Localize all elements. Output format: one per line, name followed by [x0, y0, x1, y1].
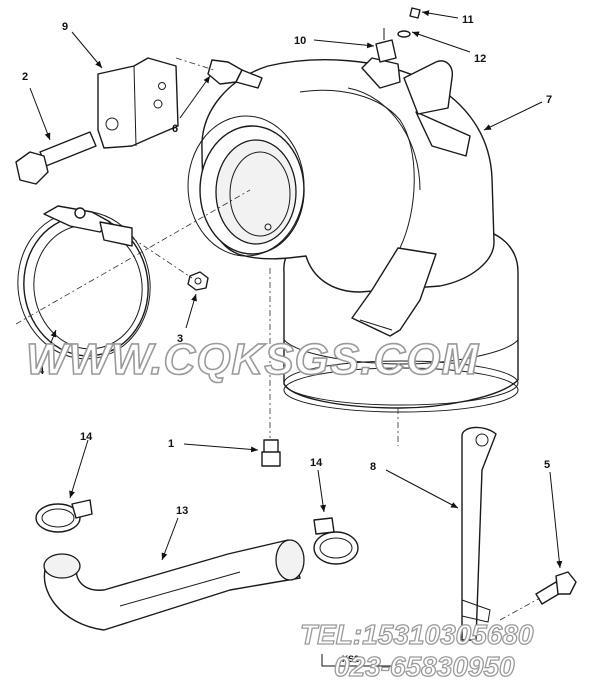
drawing-code-box: XS2: [321, 654, 400, 667]
leader-lines: [29, 10, 563, 569]
part-12-washer: [397, 30, 411, 38]
callout-2: 2: [22, 71, 28, 83]
part-4-v-band-clamp: [17, 205, 151, 360]
callout-1: 1: [168, 438, 174, 450]
part-8-support-strap: [461, 426, 497, 641]
callout-labels: 1 2 3 4 5 6 7 8 9 10 11 12 13 14 14: [22, 14, 552, 517]
drawing-code: XS2: [342, 654, 359, 664]
callout-14-left: 14: [80, 431, 93, 443]
part-5-bolt: [535, 571, 577, 605]
callout-8: 8: [370, 461, 376, 473]
part-9-bracket: [97, 57, 179, 149]
part-11-screw: [409, 7, 421, 19]
callout-5: 5: [544, 459, 550, 471]
part-1-fitting: [261, 439, 281, 467]
watermark-phone: 023-65830950: [334, 651, 515, 682]
part-2-bolt: [15, 131, 97, 185]
part-10-sensor: [375, 28, 397, 63]
part-7-elbow-housing: [187, 57, 519, 413]
callout-12: 12: [474, 53, 486, 65]
callout-9: 9: [62, 21, 68, 33]
callout-11: 11: [462, 14, 474, 26]
part-13-hose: [43, 539, 305, 631]
callout-4: 4: [38, 365, 45, 377]
callout-10: 10: [294, 35, 306, 47]
callout-7: 7: [546, 94, 552, 106]
callout-6: 6: [172, 123, 178, 135]
watermark-tel: TEL:15310305680: [300, 619, 534, 650]
center-lines: [15, 57, 541, 621]
callout-13: 13: [176, 505, 188, 517]
watermark-url: WWW.CQKSGS.COM: [26, 335, 479, 384]
part-14-hose-clamp-right: [313, 517, 359, 565]
part-6-bolt: [207, 59, 263, 89]
part-14-hose-clamp-left: [35, 499, 93, 533]
callout-3: 3: [177, 333, 183, 345]
part-3-nut: [187, 271, 209, 291]
callout-14-right: 14: [310, 457, 323, 469]
watermark: WWW.CQKSGS.COM TEL:15310305680 023-65830…: [25, 334, 534, 682]
